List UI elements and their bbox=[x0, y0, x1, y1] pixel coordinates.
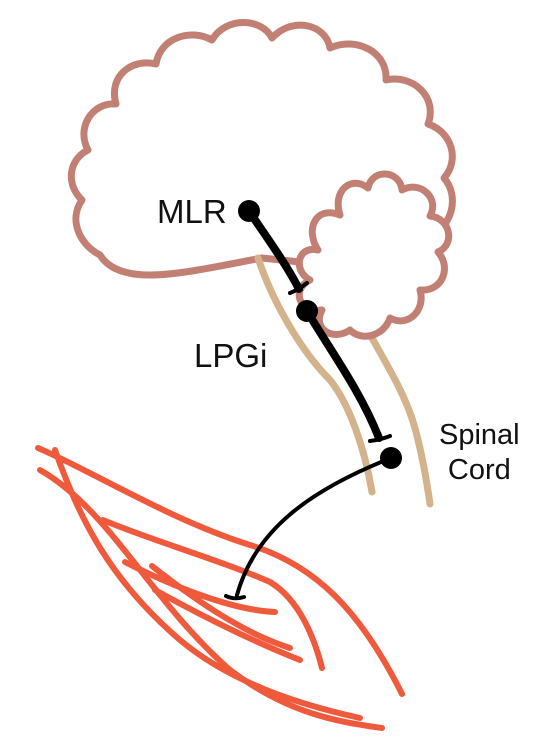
motor-neuron bbox=[224, 447, 402, 601]
muscle-fiber-6 bbox=[149, 563, 293, 651]
lpgi-label: LPGi bbox=[194, 337, 268, 374]
mlr-axon bbox=[245, 207, 303, 293]
lpgi-neuron bbox=[296, 300, 392, 443]
brainstem-left-line bbox=[254, 254, 376, 496]
spinal-cord-label: Spinal Cord bbox=[439, 418, 520, 488]
spinal-cord-label-line-1: Spinal bbox=[439, 419, 520, 451]
muscle-fiber-7 bbox=[152, 587, 303, 663]
motor-neuron-axon bbox=[235, 456, 393, 597]
muscle bbox=[35, 445, 405, 731]
muscle-fiber-2 bbox=[37, 467, 385, 731]
lpgi-synapse-terminal bbox=[368, 434, 392, 443]
muscle-fiber-4 bbox=[100, 517, 325, 671]
muscle-fiber-1 bbox=[35, 445, 405, 697]
spinal-cord-label-line-2: Cord bbox=[447, 453, 511, 486]
mlr-label: MLR bbox=[157, 193, 227, 230]
neuromuscular-junction bbox=[224, 594, 246, 601]
muscle-fiber-5 bbox=[122, 559, 278, 615]
mlr-synapse-terminal bbox=[288, 281, 309, 295]
lpgi-axon bbox=[303, 307, 383, 442]
mlr-neuron bbox=[238, 200, 309, 295]
brainstem-right-line bbox=[368, 334, 434, 508]
muscle-fiber-3 bbox=[52, 447, 363, 721]
